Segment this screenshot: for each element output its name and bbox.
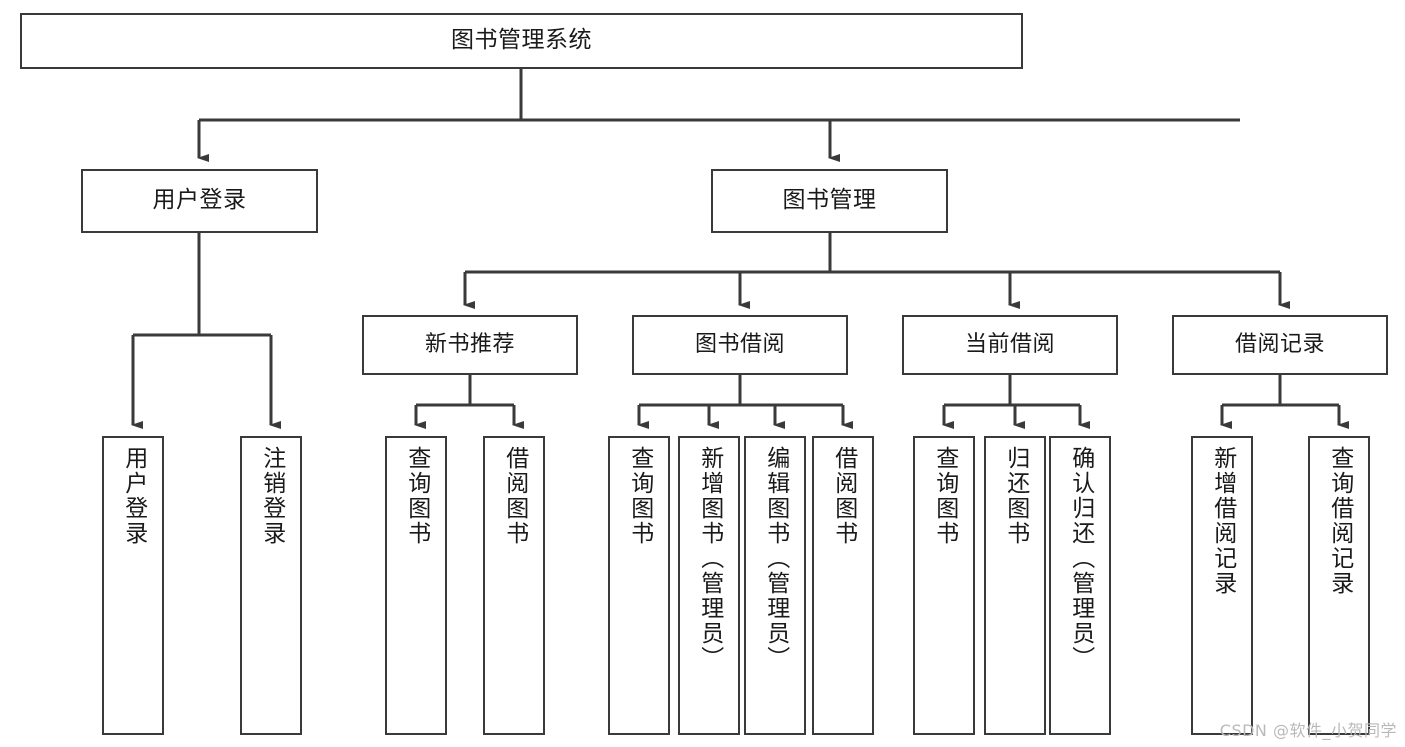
node-borrow-record[interactable]: 借阅记录: [1172, 315, 1388, 375]
node-current-borrow[interactable]: 当前借阅: [902, 315, 1118, 375]
node-book-borrow-label: 图书借阅: [694, 331, 785, 357]
leaf-edit-book-admin-label: 编辑图书（管理员）: [762, 446, 789, 671]
leaf-query-book-new[interactable]: 查询图书: [385, 436, 447, 735]
leaf-logout-label: 注销登录: [258, 446, 285, 546]
leaf-user-login[interactable]: 用户登录: [102, 436, 164, 735]
leaf-add-book-admin-label: 新增图书（管理员）: [696, 446, 723, 671]
leaf-query-book-new-label: 查询图书: [403, 446, 430, 546]
leaf-user-login-label: 用户登录: [120, 446, 147, 546]
leaf-query-book-borrow-label: 查询图书: [626, 446, 653, 546]
leaf-query-borrow-record-label: 查询借阅记录: [1326, 446, 1353, 596]
leaf-add-book-admin[interactable]: 新增图书（管理员）: [678, 436, 740, 735]
leaf-borrow-book[interactable]: 借阅图书: [812, 436, 874, 735]
node-borrow-record-label: 借阅记录: [1234, 331, 1325, 357]
leaf-logout[interactable]: 注销登录: [240, 436, 302, 735]
leaf-borrow-book-new[interactable]: 借阅图书: [483, 436, 545, 735]
node-new-book-recommend[interactable]: 新书推荐: [362, 315, 578, 375]
node-root-system[interactable]: 图书管理系统: [20, 13, 1023, 69]
leaf-query-borrow-record[interactable]: 查询借阅记录: [1308, 436, 1370, 735]
node-new-book-recommend-label: 新书推荐: [424, 331, 515, 357]
leaf-query-book-current[interactable]: 查询图书: [913, 436, 975, 735]
leaf-return-book[interactable]: 归还图书: [984, 436, 1046, 735]
leaf-edit-book-admin[interactable]: 编辑图书（管理员）: [744, 436, 806, 735]
node-book-borrow[interactable]: 图书借阅: [632, 315, 848, 375]
leaf-query-book-borrow[interactable]: 查询图书: [608, 436, 670, 735]
leaf-return-book-label: 归还图书: [1002, 446, 1029, 546]
leaf-add-borrow-record-label: 新增借阅记录: [1209, 446, 1236, 596]
leaf-borrow-book-new-label: 借阅图书: [501, 446, 528, 546]
leaf-confirm-return-admin-label: 确认归还（管理员）: [1067, 446, 1094, 671]
node-book-management-label: 图书管理: [782, 187, 877, 214]
node-user-login-label: 用户登录: [152, 187, 247, 214]
leaf-confirm-return-admin[interactable]: 确认归还（管理员）: [1049, 436, 1111, 735]
leaf-add-borrow-record[interactable]: 新增借阅记录: [1191, 436, 1253, 735]
node-book-management[interactable]: 图书管理: [711, 169, 948, 233]
leaf-borrow-book-label: 借阅图书: [830, 446, 857, 546]
node-user-login[interactable]: 用户登录: [81, 169, 318, 233]
node-current-borrow-label: 当前借阅: [964, 331, 1055, 357]
leaf-query-book-current-label: 查询图书: [931, 446, 958, 546]
node-root-label: 图书管理系统: [451, 27, 592, 54]
